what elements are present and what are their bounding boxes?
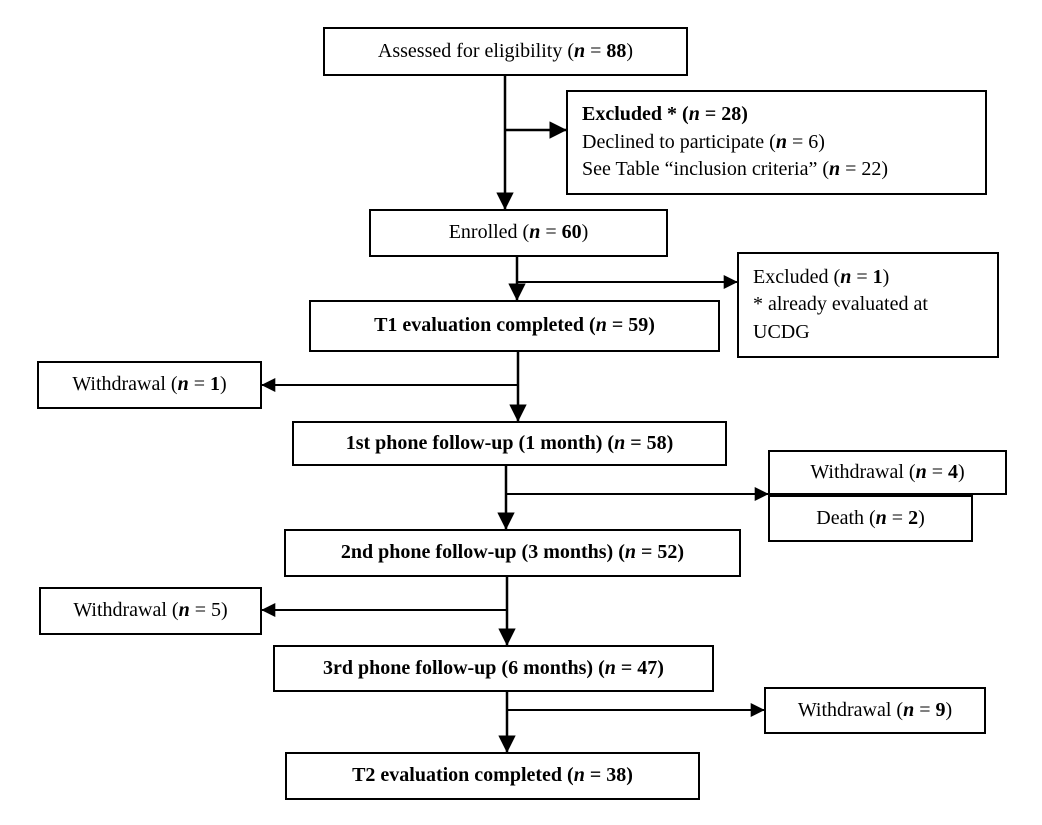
n-symbol: n [573, 764, 585, 787]
node-assessed-for-eligibility[interactable]: Assessed for eligibility (n = 88) [323, 27, 688, 76]
node-line: See Table “inclusion criteria” (n = 22) [582, 158, 889, 181]
node-excluded-screening[interactable]: Excluded * (n = 28) Declined to particip… [566, 90, 987, 195]
node-withdrawal-after-6-months[interactable]: Withdrawal (n = 9) [764, 687, 986, 734]
n-symbol: n [595, 314, 607, 337]
count-value: 1 [210, 373, 220, 396]
node-line: Withdrawal (n = 4) [810, 460, 965, 483]
count-value: 1 [872, 265, 883, 288]
n-symbol: n [775, 130, 787, 153]
n-symbol: n [178, 599, 190, 622]
node-followup-6-months[interactable]: 3rd phone follow-up (6 months) (n = 47) [273, 645, 714, 692]
count-value: 58 [646, 431, 667, 454]
node-line: Assessed for eligibility (n = 88) [377, 39, 634, 62]
node-line: 2nd phone follow-up (3 months) (n = 52) [340, 541, 685, 564]
node-followup-3-months[interactable]: 2nd phone follow-up (3 months) (n = 52) [284, 529, 741, 577]
n-symbol: n [688, 103, 700, 126]
n-symbol: n [840, 265, 852, 288]
n-symbol: n [574, 39, 586, 62]
node-line: 1st phone follow-up (1 month) (n = 58) [345, 431, 674, 454]
node-line: Excluded * (n = 28) [582, 103, 748, 126]
n-symbol: n [829, 158, 841, 181]
count-value: 4 [948, 460, 958, 483]
node-withdrawal-after-1-month[interactable]: Withdrawal (n = 4) [768, 450, 1007, 495]
n-symbol: n [903, 698, 915, 721]
node-line: Excluded (n = 1) [753, 265, 890, 288]
node-followup-1-month[interactable]: 1st phone follow-up (1 month) (n = 58) [292, 421, 727, 466]
n-symbol: n [614, 431, 626, 454]
count-value: 28 [721, 103, 742, 126]
node-line: Death (n = 2) [816, 506, 925, 529]
count-value: 47 [637, 656, 658, 679]
node-enrolled[interactable]: Enrolled (n = 60) [369, 209, 668, 257]
node-line: 3rd phone follow-up (6 months) (n = 47) [323, 656, 664, 679]
count-value: 9 [935, 698, 946, 721]
node-withdrawal-after-3-months[interactable]: Withdrawal (n = 5) [39, 587, 262, 635]
node-t1-evaluation-completed[interactable]: T1 evaluation completed (n = 59) [309, 300, 720, 352]
count-value: 2 [908, 506, 919, 529]
node-line: UCDG [753, 320, 810, 343]
count-value: 88 [606, 39, 627, 62]
count-value: 5 [211, 599, 221, 622]
node-line: Declined to participate (n = 6) [582, 130, 825, 153]
n-symbol: n [604, 656, 616, 679]
count-value: 59 [628, 314, 649, 337]
node-excluded-already-evaluated[interactable]: Excluded (n = 1) * already evaluated at … [737, 252, 999, 358]
node-line: * already evaluated at [753, 293, 928, 316]
count-value: 6 [808, 130, 819, 153]
n-symbol: n [624, 541, 636, 564]
n-symbol: n [529, 221, 541, 244]
n-symbol: n [875, 506, 887, 529]
node-line: T2 evaluation completed (n = 38) [352, 764, 633, 787]
count-value: 38 [606, 764, 627, 787]
node-death-after-1-month[interactable]: Death (n = 2) [768, 495, 973, 542]
count-value: 52 [657, 541, 678, 564]
node-line: Withdrawal (n = 1) [72, 373, 227, 396]
n-symbol: n [177, 373, 189, 396]
count-value: 22 [861, 158, 882, 181]
node-line: Withdrawal (n = 5) [73, 599, 228, 622]
node-line: Withdrawal (n = 9) [797, 698, 953, 721]
node-line: T1 evaluation completed (n = 59) [374, 314, 655, 337]
count-value: 60 [561, 221, 582, 244]
n-symbol: n [915, 460, 927, 483]
node-t2-evaluation-completed[interactable]: T2 evaluation completed (n = 38) [285, 752, 700, 800]
node-withdrawal-after-t1[interactable]: Withdrawal (n = 1) [37, 361, 262, 409]
node-line: Enrolled (n = 60) [448, 221, 589, 244]
